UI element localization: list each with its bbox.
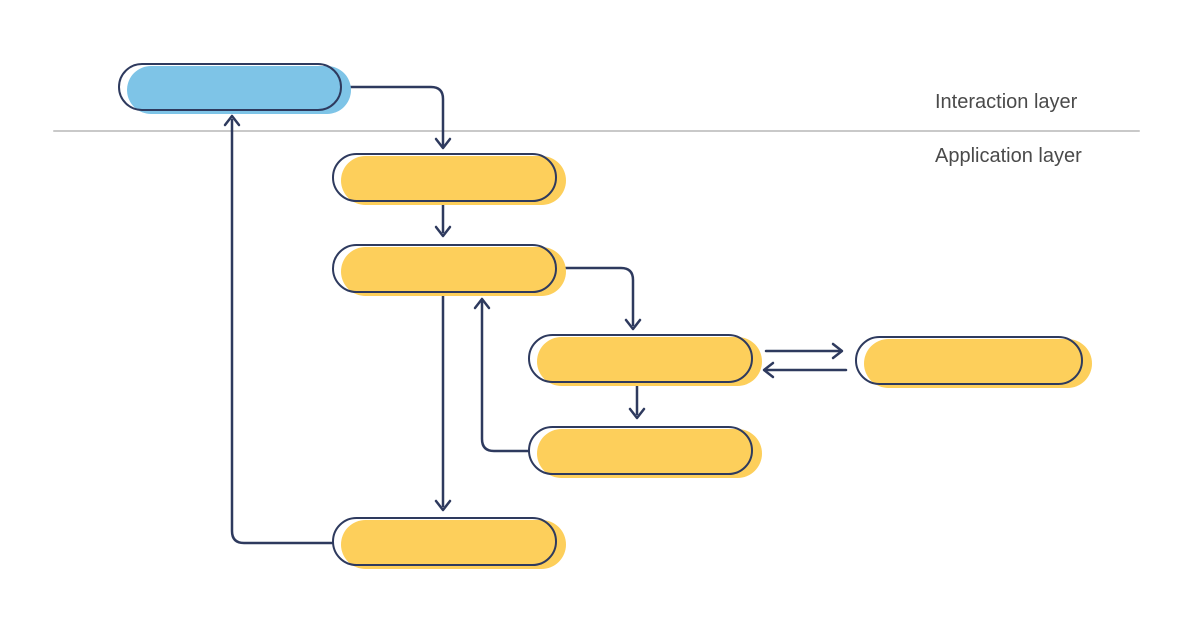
node-application-step-1 — [332, 153, 566, 205]
interaction-layer-label: Interaction layer — [935, 91, 1078, 113]
node-outline — [528, 426, 753, 475]
node-outline — [332, 153, 557, 202]
node-application-side-service — [855, 336, 1092, 388]
connector-app4-to-app2 — [480, 300, 530, 453]
node-fill — [341, 156, 566, 205]
arrowhead-left-icon — [762, 361, 775, 379]
node-outline — [332, 244, 557, 293]
node-outline — [332, 517, 557, 566]
node-interaction-entry — [118, 63, 351, 114]
node-application-step-4 — [528, 426, 762, 478]
node-fill — [341, 247, 566, 296]
arrowhead-down-icon — [434, 499, 452, 512]
arrowhead-down-icon — [434, 225, 452, 238]
arrowhead-down-icon — [434, 137, 452, 150]
node-application-final-step — [332, 517, 566, 569]
node-outline — [118, 63, 342, 111]
arrowhead-up-icon — [473, 297, 491, 310]
node-outline — [528, 334, 753, 383]
application-layer-label: Application layer — [935, 145, 1082, 167]
node-fill — [127, 66, 351, 114]
arrowhead-down-icon — [628, 407, 646, 420]
node-fill — [537, 337, 762, 386]
connector-blue-to-app1 — [343, 85, 445, 148]
node-application-step-2 — [332, 244, 566, 296]
node-fill — [537, 429, 762, 478]
arrowhead-down-icon — [624, 318, 642, 331]
node-outline — [855, 336, 1083, 385]
node-fill — [341, 520, 566, 569]
connector-bottom-to-blue — [230, 118, 334, 545]
node-application-step-3 — [528, 334, 762, 386]
arrowhead-right-icon — [831, 342, 844, 360]
node-fill — [864, 339, 1092, 388]
connector-app2-to-app3 — [557, 266, 635, 327]
arrowhead-up-icon — [223, 114, 241, 127]
